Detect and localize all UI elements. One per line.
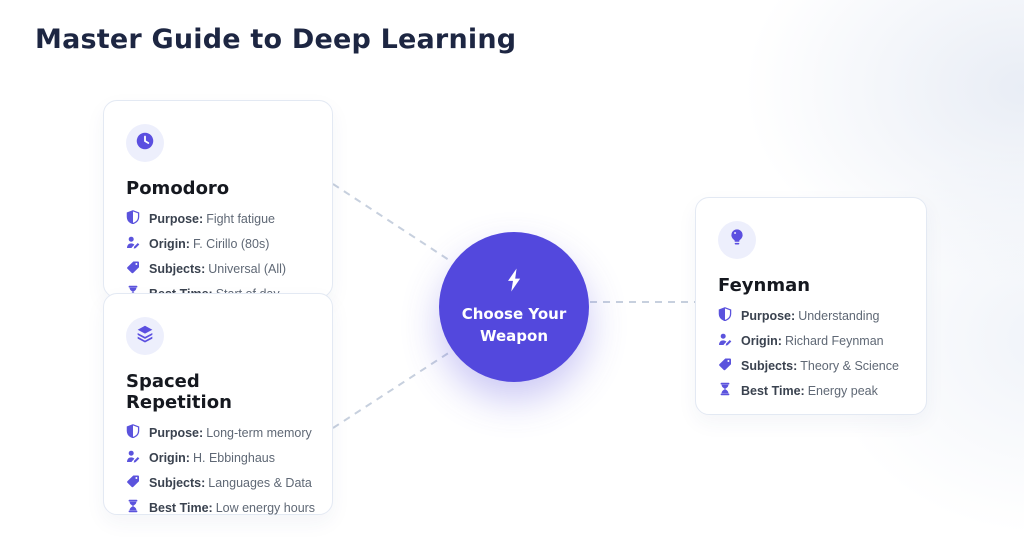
row-label: Origin: <box>741 333 782 348</box>
row-label: Subjects: <box>741 358 798 373</box>
tag-icon <box>718 357 732 374</box>
clock-icon <box>134 130 156 156</box>
shield-icon <box>126 424 140 441</box>
row-label: Best Time: <box>149 500 213 515</box>
center-node-label: Choose Your Weapon <box>462 304 567 348</box>
card-rows: Purpose:Understanding Origin:Richard Fey… <box>718 307 904 399</box>
row-label: Origin: <box>149 236 190 251</box>
card-row: Subjects:Languages & Data <box>126 474 312 491</box>
row-value: Languages & Data <box>208 475 312 490</box>
row-label: Purpose: <box>149 425 204 440</box>
row-label: Purpose: <box>741 308 796 323</box>
card-icon-circle <box>126 124 164 162</box>
page-title: Master Guide to Deep Learning <box>35 24 517 55</box>
row-label: Subjects: <box>149 475 206 490</box>
row-label: Origin: <box>149 450 190 465</box>
user-edit-icon <box>126 235 140 252</box>
card-row: Subjects:Universal (All) <box>126 260 310 277</box>
row-label: Purpose: <box>149 211 204 226</box>
shield-icon <box>126 210 140 227</box>
user-edit-icon <box>126 449 140 466</box>
row-value: Understanding <box>798 308 880 323</box>
card-rows: Purpose:Fight fatigue Origin:F. Cirillo … <box>126 210 310 302</box>
row-value: Theory & Science <box>800 358 899 373</box>
row-value: F. Cirillo (80s) <box>192 236 270 251</box>
card-row: Origin:Richard Feynman <box>718 332 904 349</box>
connector-spaced-center <box>332 351 451 429</box>
row-value: Low energy hours <box>215 500 316 515</box>
card-row: Best Time:Energy peak <box>718 382 904 399</box>
row-value: Universal (All) <box>208 261 287 276</box>
card-spaced-repetition[interactable]: Spaced Repetition Purpose:Long-term memo… <box>103 293 333 515</box>
row-value: Richard Feynman <box>784 333 884 348</box>
shield-icon <box>718 307 732 324</box>
card-row: Purpose:Fight fatigue <box>126 210 310 227</box>
card-title: Spaced Repetition <box>126 371 232 413</box>
card-row: Subjects:Theory & Science <box>718 357 904 374</box>
card-pomodoro[interactable]: Pomodoro Purpose:Fight fatigue Origin:F.… <box>103 100 333 301</box>
center-label-line2: Weapon <box>479 326 549 345</box>
card-row: Purpose:Long-term memory <box>126 424 312 441</box>
card-row: Best Time:Low energy hours <box>126 499 315 516</box>
card-rows: Purpose:Long-term memory Origin:H. Ebbin… <box>126 424 315 516</box>
card-icon-circle <box>718 221 756 259</box>
card-feynman[interactable]: Feynman Purpose:Understanding Origin:Ric… <box>695 197 927 415</box>
connector-pomodoro-center <box>332 183 453 263</box>
row-value: Fight fatigue <box>206 211 275 226</box>
hourglass-icon <box>718 382 732 399</box>
lightning-bolt-icon <box>503 267 525 297</box>
lightbulb-icon <box>726 227 748 253</box>
row-label: Subjects: <box>149 261 206 276</box>
row-value: H. Ebbinghaus <box>192 450 275 465</box>
layers-icon <box>134 323 156 349</box>
center-node-choose-your-weapon[interactable]: Choose Your Weapon <box>439 232 589 382</box>
card-row: Origin:F. Cirillo (80s) <box>126 235 310 252</box>
card-icon-circle <box>126 317 164 355</box>
card-row: Origin:H. Ebbinghaus <box>126 449 310 466</box>
card-row: Purpose:Understanding <box>718 307 904 324</box>
tag-icon <box>126 260 140 277</box>
row-label: Best Time: <box>741 383 805 398</box>
card-title: Feynman <box>718 275 811 296</box>
row-value: Long-term memory <box>206 425 312 440</box>
hourglass-icon <box>126 499 140 516</box>
user-edit-icon <box>718 332 732 349</box>
card-title: Pomodoro <box>126 178 230 199</box>
tag-icon <box>126 474 140 491</box>
row-value: Energy peak <box>807 383 878 398</box>
center-label-line1: Choose Your <box>461 304 567 323</box>
